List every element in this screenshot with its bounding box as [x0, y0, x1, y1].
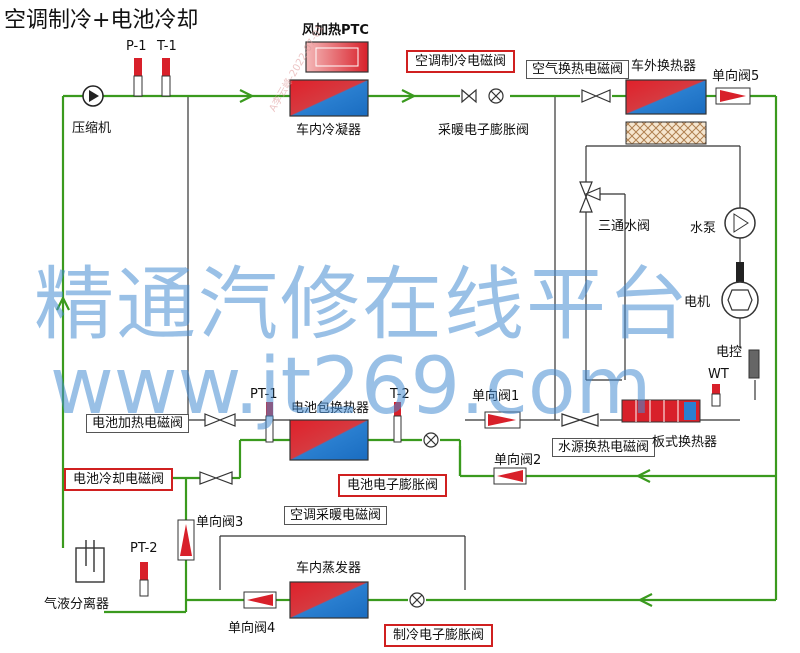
water-pump-symbol [724, 207, 756, 239]
wt-sensor [711, 384, 721, 407]
battery-cooling-valve-label: 电池冷却电磁阀 [64, 468, 174, 491]
evaporator-label: 车内蒸发器 [296, 561, 362, 576]
pt2-sensor [139, 562, 149, 597]
ac-heating-valve-label: 空调采暖电磁阀 [284, 506, 388, 525]
compressor-symbol [82, 85, 104, 107]
outdoor-hx-label: 车外换热器 [631, 59, 697, 74]
check-valve-4-symbol [243, 591, 277, 609]
ptc-label: 风加热PTC [302, 23, 369, 38]
check-valve-2-symbol [493, 467, 527, 485]
cooling-exv-label: 制冷电子膨胀阀 [384, 624, 494, 647]
p1-label: P-1 [126, 39, 147, 54]
gas-liquid-separator-symbol [75, 540, 105, 583]
battery-heating-valve-symbol [204, 413, 236, 427]
p1-sensor [133, 58, 143, 97]
pt1-label: PT-1 [250, 387, 278, 402]
compressor-label: 压缩机 [72, 121, 112, 136]
three-way-valve-label: 三通水阀 [598, 219, 651, 234]
check-valve-5-symbol [715, 87, 751, 105]
battery-exv-symbol [423, 432, 439, 448]
t1-sensor [161, 58, 171, 97]
in-car-condenser-hx [289, 79, 369, 117]
t2-label: T-2 [390, 387, 410, 402]
heating-exv-symbol [461, 88, 504, 104]
water-pump-label: 水泵 [690, 221, 717, 236]
outdoor-hx [625, 79, 707, 115]
motor-symbol [721, 281, 759, 319]
in-car-evaporator-hx [289, 581, 369, 619]
check-valve-4-label: 单向阀4 [228, 621, 276, 636]
active-flow-pipes [61, 94, 778, 614]
inactive-pipes [187, 96, 756, 590]
check-valve-3-symbol [177, 519, 195, 561]
motor-label: 电机 [684, 295, 711, 310]
ecu-block [748, 349, 760, 379]
air-hx-valve-label: 空气换热电磁阀 [526, 60, 630, 79]
heating-exv-label: 采暖电子膨胀阀 [438, 123, 530, 138]
t2-sensor [393, 402, 402, 443]
air-hx-valve-symbol [581, 89, 611, 103]
battery-pack-hx [289, 419, 369, 461]
motor-shaft [736, 262, 744, 282]
pt2-label: PT-2 [130, 541, 158, 556]
ecu-label: 电控 [716, 345, 743, 360]
check-valve-1-label: 单向阀1 [472, 389, 520, 404]
three-way-valve-symbol [579, 181, 601, 213]
diagram-title: 空调制冷+电池冷却 [4, 8, 199, 33]
check-valve-5-label: 单向阀5 [712, 69, 760, 84]
in-condenser-label: 车内冷凝器 [296, 123, 362, 138]
battery-heating-valve-label: 电池加热电磁阀 [86, 414, 190, 433]
water-hx-valve-label: 水源换热电磁阀 [552, 438, 656, 457]
ac-cooling-valve-label: 空调制冷电磁阀 [406, 50, 516, 73]
separator-label: 气液分离器 [44, 597, 110, 612]
cooling-exv-symbol [409, 592, 425, 608]
flow-arrows [56, 89, 653, 607]
battery-cooling-valve-symbol [199, 471, 233, 485]
plate-hx-label: 板式换热器 [652, 435, 718, 450]
check-valve-1-symbol [484, 411, 521, 429]
radiator-mesh [625, 121, 707, 145]
t1-label: T-1 [157, 39, 177, 54]
plate-hx [621, 399, 701, 423]
check-valve-2-label: 单向阀2 [494, 453, 542, 468]
ptc-heater [305, 41, 369, 73]
battery-exv-label: 电池电子膨胀阀 [338, 474, 448, 497]
check-valve-3-label: 单向阀3 [196, 515, 244, 530]
water-hx-valve-symbol [561, 413, 599, 427]
wt-label: WT [708, 367, 729, 382]
battery-hx-label: 电池包换热器 [291, 401, 370, 416]
pt1-sensor [265, 402, 274, 443]
